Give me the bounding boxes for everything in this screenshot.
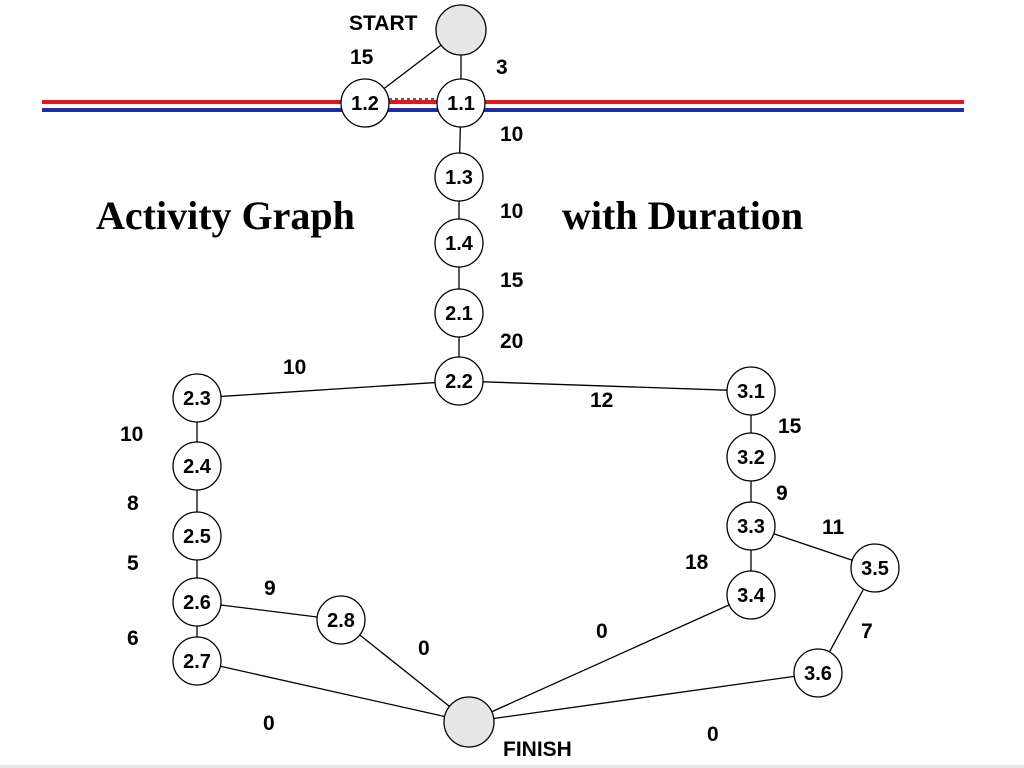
duration-label-2.6-2.8: 9 <box>264 577 276 600</box>
activity-node-label-1.4: 1.4 <box>445 233 474 255</box>
activity-node-label-2.8: 2.8 <box>327 610 355 632</box>
activity-node-label-2.2: 2.2 <box>445 371 473 393</box>
activity-node-label-2.7: 2.7 <box>183 651 211 673</box>
activity-node-label-3.1: 3.1 <box>737 381 765 403</box>
duration-label-2.3-2.4: 10 <box>120 423 143 446</box>
duration-label-start-1.1: 3 <box>496 56 508 79</box>
duration-label-3.2-3.3: 9 <box>776 482 788 505</box>
finish-terminal-label: FINISH <box>503 738 572 761</box>
activity-node-label-1.3: 1.3 <box>445 167 473 189</box>
activity-node-3.6 <box>793 648 843 698</box>
activity-node-2.3 <box>172 373 222 423</box>
activity-node-1.4 <box>434 218 484 268</box>
duration-label-2.8-finish: 0 <box>418 637 430 660</box>
edge-2.2-3.1 <box>482 381 728 391</box>
labels-layer: START FINISH 1.1 1.2 1.3 1.4 2.1 2.2 2.3 2.4 2.5 2.… <box>120 12 889 761</box>
footer-bar <box>0 765 1024 768</box>
edge-3.4-finish <box>491 604 730 713</box>
activity-node-label-3.2: 3.2 <box>737 447 765 469</box>
activity-node-label-1.1: 1.1 <box>447 93 475 115</box>
nodes-layer <box>172 4 900 748</box>
duration-label-2.1-2.2: 20 <box>500 330 523 353</box>
duration-label-1.3-1.4: 10 <box>500 200 523 223</box>
duration-label-3.3-3.5: 11 <box>822 516 845 539</box>
edge-2.8-finish <box>359 634 450 707</box>
edges-layer <box>196 44 865 720</box>
activity-node-label-2.4: 2.4 <box>183 456 212 478</box>
duration-label-3.5-3.6: 7 <box>861 620 873 643</box>
slide-title-left: Activity Graph <box>96 193 355 238</box>
start-terminal-node <box>435 4 487 56</box>
duration-label-2.7-finish: 0 <box>263 712 275 735</box>
activity-node-label-3.5: 3.5 <box>861 558 889 580</box>
activity-node-2.2 <box>434 356 484 406</box>
duration-label-3.6-finish: 0 <box>707 723 719 746</box>
duration-label-2.2-2.3: 10 <box>283 356 306 379</box>
finish-terminal-node <box>443 696 495 748</box>
activity-node-1.1 <box>436 78 486 128</box>
duration-label-3.1-3.2: 15 <box>778 415 802 438</box>
start-terminal-label: START <box>349 12 418 35</box>
edge-2.2-2.3 <box>220 381 436 398</box>
edge-1.1-1.3 <box>458 126 462 154</box>
duration-label-2.2-3.1: 12 <box>590 389 613 412</box>
activity-node-2.5 <box>172 511 222 561</box>
activity-node-1.3 <box>434 152 484 202</box>
activity-node-2.6 <box>172 577 222 627</box>
duration-label-2.5-2.6: 5 <box>127 552 139 575</box>
duration-label-start-1.2: 15 <box>350 46 374 69</box>
edge-3.3-3.5 <box>773 533 853 561</box>
activity-node-label-1.2: 1.2 <box>351 93 379 115</box>
activity-node-2.8 <box>316 595 366 645</box>
activity-node-3.4 <box>726 570 776 620</box>
activity-node-2.4 <box>172 441 222 491</box>
duration-label-2.6-2.7: 6 <box>127 627 139 650</box>
edge-start-1.2 <box>383 44 442 89</box>
activity-node-1.2 <box>340 78 390 128</box>
activity-node-label-3.6: 3.6 <box>804 663 832 685</box>
edge-3.6-finish <box>493 675 795 720</box>
activity-node-label-3.4: 3.4 <box>737 585 766 607</box>
activity-node-label-2.1: 2.1 <box>445 303 473 325</box>
activity-node-label-2.5: 2.5 <box>183 526 211 548</box>
edge-2.7-finish <box>220 665 445 718</box>
activity-node-3.3 <box>726 501 776 551</box>
edge-3.5-3.6 <box>828 588 865 653</box>
activity-node-label-3.3: 3.3 <box>737 516 765 538</box>
activity-node-3.1 <box>726 366 776 416</box>
duration-label-3.3-3.4: 18 <box>685 551 709 574</box>
duration-label-1.4-2.1: 15 <box>500 269 524 292</box>
activity-node-2.1 <box>434 288 484 338</box>
activity-node-label-2.3: 2.3 <box>183 388 211 410</box>
duration-label-1.1-1.3: 10 <box>500 123 523 146</box>
slide-title-right: with Duration <box>562 193 804 238</box>
activity-node-3.2 <box>726 432 776 482</box>
duration-label-3.4-finish: 0 <box>596 620 608 643</box>
edge-2.6-2.8 <box>220 604 318 618</box>
activity-node-label-2.6: 2.6 <box>183 592 211 614</box>
activity-node-3.5 <box>850 543 900 593</box>
activity-node-2.7 <box>172 636 222 686</box>
duration-label-2.4-2.5: 8 <box>127 492 139 515</box>
